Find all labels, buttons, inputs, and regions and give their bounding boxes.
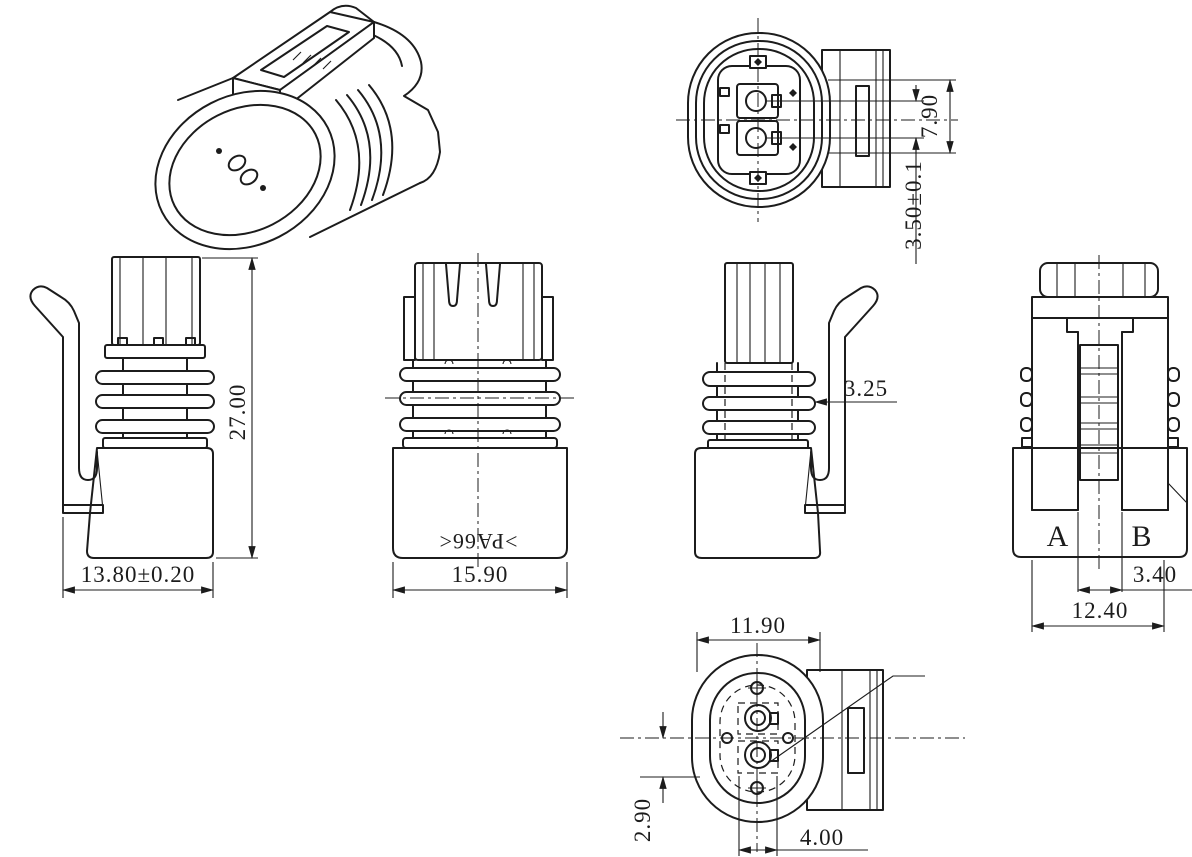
dimension-terminal-offset: 2.90: [630, 712, 700, 842]
side-view-right: 3.25: [694, 262, 897, 559]
terminal-cavities: [737, 702, 779, 774]
block-slot: [855, 85, 870, 157]
polarizing-slot: [445, 263, 461, 307]
o-ring: [702, 396, 816, 411]
terminal-opening: [227, 154, 247, 172]
face-outer-ring: [154, 89, 336, 251]
dimension-front-height: 7.90: [917, 78, 954, 155]
o-ring: [95, 370, 215, 385]
latch-arm: [804, 285, 879, 514]
face-index-hole: [216, 148, 222, 154]
shroud: [111, 256, 201, 347]
dim-text-3-25: 3.25: [844, 376, 888, 401]
front-view: 7.90 3.50±0.1: [676, 18, 958, 264]
cylinder-top-edge: [177, 77, 234, 101]
dim-text-15-90: 15.90: [452, 562, 509, 587]
dimension-overall-height: 27.00: [202, 256, 258, 560]
dimension-rear-width: 12.40: [1030, 560, 1166, 632]
bottom-side-block: [806, 669, 884, 811]
upper-flange: [104, 344, 206, 359]
o-ring: [95, 419, 215, 434]
oring-side-bumps: [1020, 367, 1180, 448]
dim-text-2-90: 2.90: [630, 798, 655, 842]
dimension-cavity-width: 4.00: [737, 776, 868, 856]
dim-text-12-40: 12.40: [1072, 598, 1129, 623]
leader-line: [769, 675, 925, 763]
polarizing-slot: [485, 263, 501, 307]
terminal-pin: [744, 704, 772, 732]
side-tab: [541, 296, 554, 361]
dimension-terminal-pitch: 3.50±0.1: [901, 85, 926, 264]
lower-housing-block: [86, 447, 214, 559]
bottom-view: 11.90 4.00 2.90: [620, 613, 965, 856]
shroud: [724, 262, 794, 364]
hidden-edge: [724, 363, 793, 440]
oring-seals: [399, 367, 561, 432]
cavity-label-b: B: [1131, 520, 1152, 553]
lower-housing-block: [392, 447, 568, 559]
side-view-left: 27.00 13.80±0.20: [29, 256, 258, 598]
rear-body-outline: [373, 21, 441, 184]
isometric-view: [154, 4, 441, 251]
connector-face: [154, 89, 336, 251]
cylinder-bottom-edge: [309, 182, 421, 238]
dim-text-13-80: 13.80±0.20: [81, 562, 196, 587]
dimension-channel-width: 3.40: [1076, 512, 1192, 594]
o-ring: [95, 394, 215, 409]
front-body-view: >PA66< 15.90: [385, 253, 575, 598]
dim-text-11-90: 11.90: [730, 613, 786, 638]
o-ring: [399, 367, 561, 382]
dim-text-7-90: 7.90: [917, 94, 942, 138]
dimension-oring-section: 3.25: [813, 376, 897, 406]
oring-seals: [702, 371, 816, 435]
chamfer-line: [1167, 482, 1188, 504]
o-ring: [702, 371, 816, 387]
terminal-pin: [744, 741, 772, 769]
material-marking: >PA66<: [439, 529, 518, 554]
lower-housing-block: [694, 447, 822, 559]
o-ring: [399, 417, 561, 432]
lower-flange: [402, 437, 558, 449]
dimension-oval-width: 11.90: [695, 613, 822, 672]
front-side-block: [815, 49, 891, 188]
dim-text-3-40: 3.40: [1133, 562, 1177, 587]
cavity-label-a: A: [1047, 520, 1070, 553]
face-index-hole: [260, 185, 266, 191]
oring-seals: [95, 370, 215, 434]
dim-text-3-50: 3.50±0.1: [901, 160, 926, 250]
isometric-seal-ribs: [335, 84, 394, 211]
latch-arm: [29, 285, 104, 514]
face-inner-ring: [168, 103, 322, 237]
o-ring: [702, 420, 816, 435]
latch-channel-wall: [1077, 331, 1123, 511]
dimension-body-width: 13.80±0.20: [61, 517, 215, 598]
side-tab: [403, 296, 416, 361]
clip-slot: [260, 25, 350, 78]
dim-text-4-00: 4.00: [800, 825, 844, 850]
dimension-body-width: 15.90: [391, 562, 569, 598]
dim-text-27-00: 27.00: [225, 384, 250, 441]
lower-housing-block: [1012, 447, 1188, 558]
lower-flange: [102, 437, 208, 449]
terminal-opening: [239, 168, 259, 186]
rear-view: A B 3.40 12.40: [1012, 255, 1192, 632]
latch-clip-beam: [232, 4, 375, 113]
